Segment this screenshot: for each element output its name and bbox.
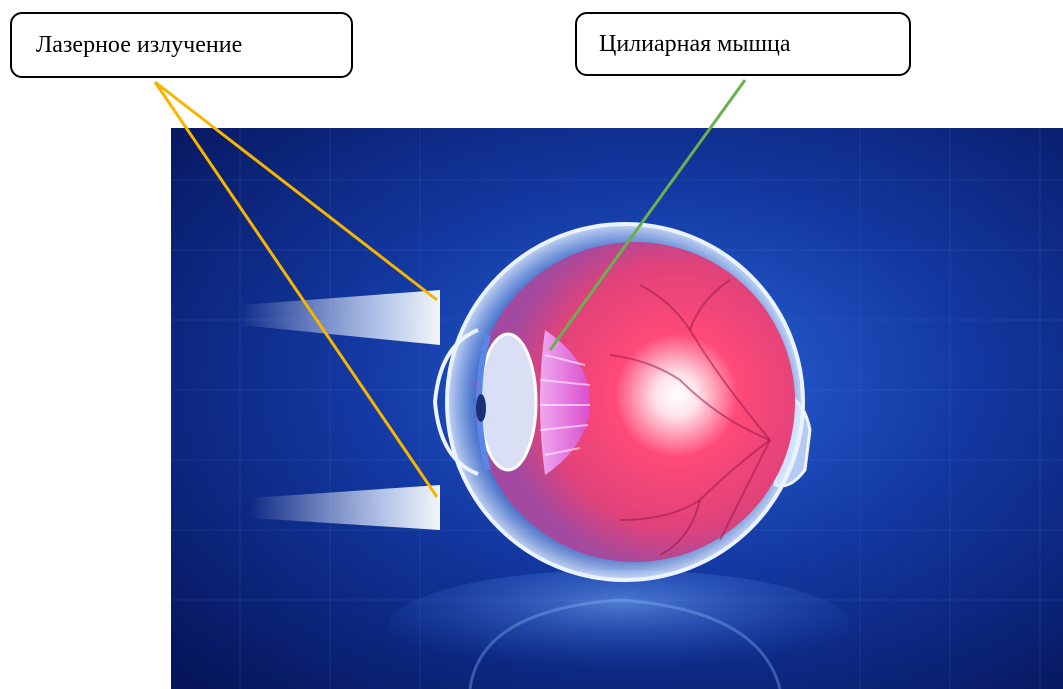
laser-radiation-label: Лазерное излучение bbox=[36, 32, 242, 59]
ciliary-muscle-callout: Цилиарная мышца bbox=[575, 12, 911, 76]
lens bbox=[480, 334, 536, 470]
ciliary-muscle-label: Цилиарная мышца bbox=[599, 31, 790, 58]
floor-reflection bbox=[390, 570, 850, 680]
laser-radiation-callout: Лазерное излучение bbox=[10, 12, 353, 78]
pupil bbox=[476, 394, 486, 422]
